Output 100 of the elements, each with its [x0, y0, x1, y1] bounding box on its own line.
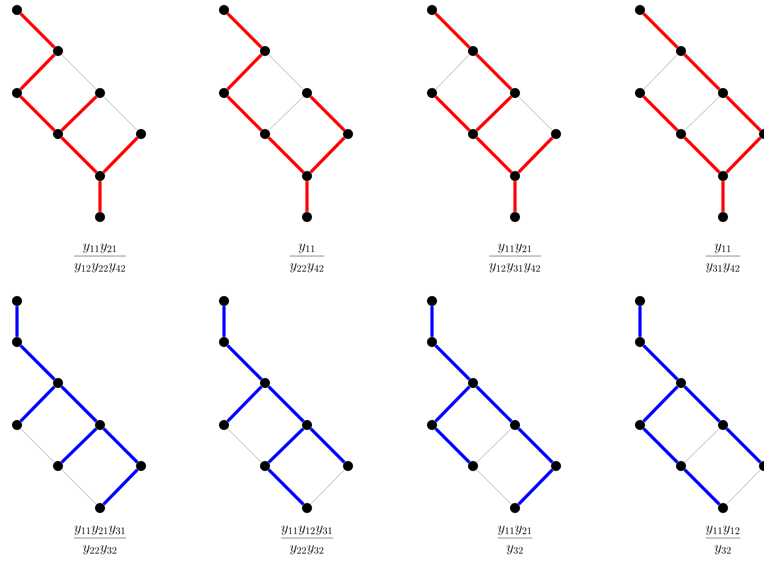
dot [219, 420, 229, 430]
graph-edge [268, 136, 304, 174]
dot [427, 5, 437, 15]
graph-edge [268, 386, 304, 422]
graph-edge [226, 54, 263, 90]
dot [12, 5, 22, 15]
dot [635, 420, 645, 430]
graph-edge [518, 428, 554, 464]
graph-edge [434, 386, 471, 422]
dot [468, 378, 478, 388]
dot [53, 129, 63, 139]
graph-edge [642, 12, 678, 48]
dot [53, 46, 63, 56]
dot [136, 129, 146, 139]
graph-edge [268, 96, 304, 131]
graph-edge [513, 181, 517, 212]
dot [718, 171, 728, 181]
graph-edge [726, 96, 762, 132]
dot [635, 337, 645, 347]
dot [635, 296, 645, 306]
graph-edge [61, 54, 97, 90]
dot [12, 420, 22, 430]
fraction-label: $\frac{y_{11}y_{21}}{y_{12}y_{22}y_{42}}$ [74, 244, 126, 272]
dot [95, 171, 105, 181]
fraction-label: $\frac{y_{11}y_{21}y_{31}}{y_{22}y_{32}}$ [74, 526, 126, 554]
fraction-label: $\frac{y_{11}y_{12}}{y_{32}}$ [706, 526, 740, 554]
dot [427, 420, 437, 430]
graph-edge [638, 306, 642, 337]
graph-edge [434, 96, 470, 132]
graph-edge [518, 96, 553, 131]
graph-edge [518, 136, 554, 174]
graph-edge [268, 54, 304, 90]
graph-edge [310, 428, 346, 464]
graph-edge [20, 344, 56, 380]
dot [551, 461, 561, 471]
dot [510, 212, 520, 222]
dot [53, 378, 63, 388]
graph-edge [642, 386, 679, 422]
graph-edge [305, 181, 309, 212]
graph-edge [434, 12, 470, 48]
dot [260, 46, 270, 56]
graph-edge [476, 469, 512, 505]
graph-edge [476, 54, 512, 90]
dot [343, 461, 353, 471]
graph-edge [642, 96, 678, 132]
graph-edge [476, 428, 512, 463]
dot [260, 378, 270, 388]
graph-edge [226, 96, 262, 132]
graph-edge [435, 54, 470, 90]
graph-edge [60, 386, 98, 422]
graph-edge [642, 428, 678, 464]
dot [12, 296, 22, 306]
graph-edge [684, 54, 720, 90]
dot [12, 88, 22, 98]
dot [718, 420, 728, 430]
dot [510, 503, 520, 513]
graph-edge [518, 468, 554, 506]
graph-edge [226, 344, 262, 380]
graph-edge [684, 96, 720, 131]
fraction-label: $\frac{y_{11}y_{21}}{y_{32}}$ [498, 526, 532, 554]
dot [302, 420, 312, 430]
dot [95, 503, 105, 513]
graph-edge [726, 469, 761, 505]
graph-edge [103, 96, 138, 131]
dot [260, 461, 270, 471]
dot [302, 88, 312, 98]
graph-edge [434, 344, 470, 380]
graph-edge [98, 181, 102, 212]
dot [468, 129, 478, 139]
graph-edge [227, 428, 262, 463]
graph-edge [222, 306, 226, 337]
graph-edge [684, 428, 720, 463]
dot [95, 420, 105, 430]
dot [468, 46, 478, 56]
dot [95, 212, 105, 222]
graph-edge [684, 136, 720, 174]
dot [53, 461, 63, 471]
graph-edge [726, 428, 762, 464]
graph-edge [102, 468, 139, 506]
graph-edge [268, 427, 304, 464]
dot [136, 461, 146, 471]
graph-edge [434, 428, 470, 464]
dot [427, 88, 437, 98]
dot [302, 212, 312, 222]
dot [219, 88, 229, 98]
dot [718, 212, 728, 222]
graph-edge [60, 427, 98, 464]
graph-edge [310, 469, 345, 505]
graph-edge [476, 95, 512, 132]
graph-edge [102, 428, 138, 464]
graph-edge [226, 12, 262, 48]
dot [676, 378, 686, 388]
dot [510, 171, 520, 181]
fraction-label: $\frac{y_{11}}{y_{31}y_{42}}$ [706, 244, 740, 272]
dot [302, 171, 312, 181]
fraction-label: $\frac{y_{11}y_{12}y_{31}}{y_{22}y_{32}}$ [281, 526, 333, 554]
dot [676, 461, 686, 471]
graph-edge [476, 386, 512, 422]
graph-edge [310, 96, 346, 132]
dot [219, 337, 229, 347]
